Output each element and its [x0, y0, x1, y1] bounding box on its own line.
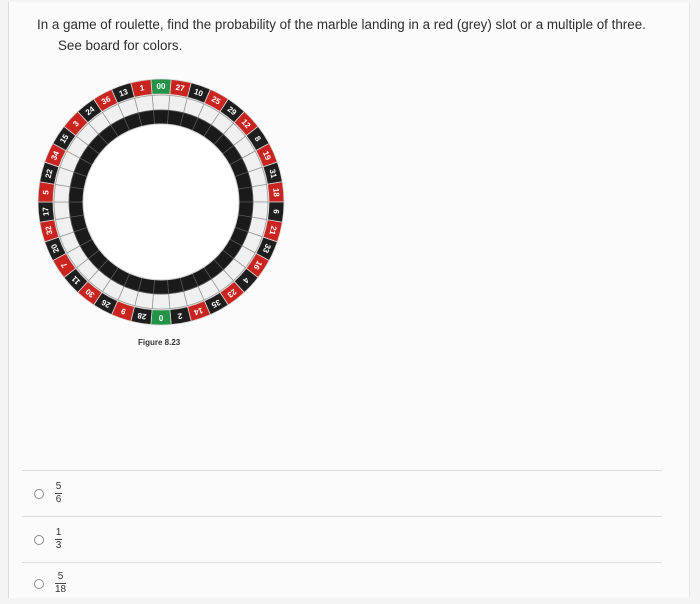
- wheel-number-label: 27: [175, 83, 186, 93]
- answer-option-2[interactable]: 1 3: [34, 528, 62, 551]
- wheel-number-label: 0: [158, 313, 163, 322]
- wheel-number-label: 2: [177, 311, 183, 321]
- wheel-number-label: 22: [44, 168, 55, 179]
- divider: [22, 470, 662, 471]
- wheel-inner-band: [151, 94, 171, 111]
- question-line-2: See board for colors.: [58, 38, 183, 53]
- divider: [22, 562, 662, 563]
- wheel-number-label: 31: [268, 168, 279, 179]
- wheel-number-label: 1: [139, 83, 145, 93]
- fraction-denominator: 3: [55, 540, 62, 551]
- wheel-number-slot: [130, 78, 153, 98]
- wheel-number-label: 21: [267, 225, 278, 236]
- wheel-number-label: 8: [253, 135, 263, 144]
- wheel-number-label: 18: [271, 188, 281, 198]
- wheel-number-label: 32: [43, 224, 54, 235]
- wheel-number-label: 5: [41, 189, 50, 195]
- wheel-number-label: 4: [241, 276, 251, 286]
- wheel-number-label: 10: [193, 87, 205, 99]
- wheel-number-label: 19: [261, 150, 273, 162]
- wheel-inner-band: [151, 293, 171, 310]
- wheel-inner-band: [251, 201, 269, 221]
- wheel-inner-band: [251, 183, 269, 203]
- fraction-bar: [55, 583, 67, 584]
- wheel-number-label: 20: [49, 242, 61, 254]
- wheel-pocket: [152, 109, 170, 125]
- wheel-number-label: 13: [118, 87, 130, 99]
- fraction: 5 18: [55, 571, 67, 595]
- wheel-pocket: [68, 201, 85, 218]
- divider: [22, 516, 662, 517]
- wheel-number-label: 14: [192, 306, 204, 318]
- fraction-denominator: 6: [55, 494, 62, 505]
- wheel-pocket: [152, 279, 170, 295]
- fraction-bar: [55, 539, 62, 540]
- radio-button[interactable]: [34, 488, 44, 499]
- wheel-number-label: 34: [49, 149, 61, 161]
- wheel-number-label: 9: [119, 306, 127, 316]
- fraction-numerator: 5: [57, 571, 64, 582]
- wheel-inner-band: [53, 183, 71, 203]
- figure-caption: Figure 8.23: [138, 338, 181, 347]
- wheel-number-label: 3: [71, 119, 81, 129]
- question-line-1: In a game of roulette, find the probabil…: [37, 17, 646, 32]
- wheel-number-label: 7: [59, 260, 69, 269]
- wheel-number-label: 17: [41, 206, 51, 216]
- radio-button[interactable]: [34, 578, 44, 589]
- wheel-center: [82, 123, 240, 281]
- wheel-pocket: [237, 186, 254, 203]
- answer-option-1[interactable]: 5 6: [34, 482, 62, 505]
- fraction: 1 3: [55, 528, 62, 551]
- wheel-pocket: [137, 109, 155, 127]
- fraction: 5 6: [55, 482, 62, 505]
- wheel-number-label: 28: [136, 311, 147, 321]
- fraction-denominator: 18: [55, 584, 67, 595]
- wheel-inner-band: [53, 201, 71, 221]
- wheel-number-label: 00: [157, 82, 166, 91]
- question-text: In a game of roulette, find the probabil…: [37, 14, 687, 56]
- fraction-numerator: 5: [55, 481, 62, 492]
- fraction-numerator: 1: [55, 527, 62, 538]
- wheel-number-label: 33: [261, 243, 273, 255]
- wheel-number-label: 6: [271, 209, 280, 215]
- wheel-pocket: [167, 277, 185, 295]
- radio-button[interactable]: [34, 534, 44, 545]
- answer-option-3[interactable]: 5 18: [34, 571, 67, 595]
- fraction-bar: [55, 493, 62, 494]
